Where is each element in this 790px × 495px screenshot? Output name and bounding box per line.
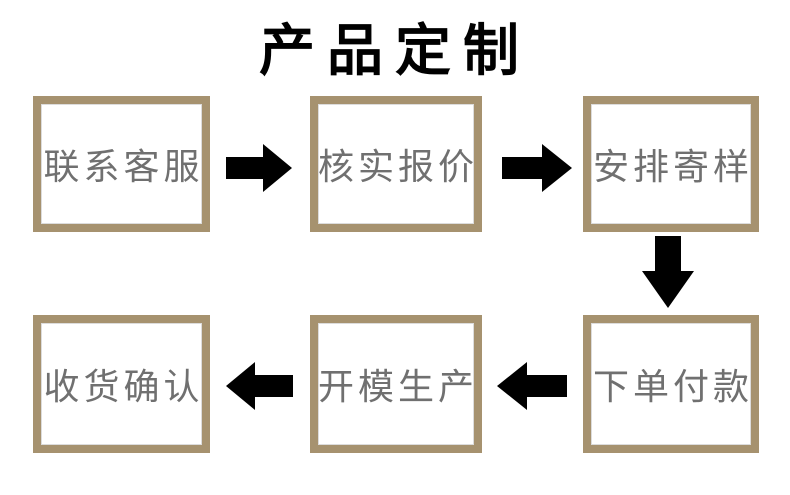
flow-step-label: 安排寄样 (593, 146, 754, 187)
arrow-down-icon (642, 236, 694, 308)
flow-step-label: 核实报价 (318, 146, 479, 187)
flow-step-verify-quote: 核实报价 (310, 96, 482, 232)
flow-step-order-pay: 下单付款 (583, 315, 759, 453)
flow-step-label: 开模生产 (318, 366, 479, 407)
flow-step-contact-service: 联系客服 (33, 96, 210, 232)
flow-step-label: 收货确认 (43, 366, 204, 407)
flow-step-label: 下单付款 (593, 366, 754, 407)
flow-step-arrange-sample: 安排寄样 (583, 96, 759, 232)
arrow-left-icon (497, 362, 567, 410)
flow-step-receive-confirm: 收货确认 (33, 315, 210, 453)
arrow-right-icon (226, 144, 292, 192)
page-title: 产品定制 (259, 19, 531, 82)
arrow-right-icon (502, 144, 572, 192)
flow-step-mold-production: 开模生产 (310, 315, 482, 453)
arrow-left-icon (226, 362, 293, 410)
flow-step-label: 联系客服 (43, 146, 204, 187)
